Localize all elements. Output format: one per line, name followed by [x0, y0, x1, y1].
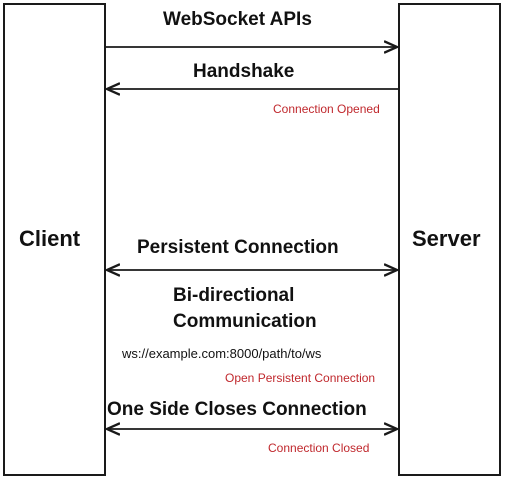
bidirectional-label-line1: Bi-directional	[173, 285, 295, 306]
server-label: Server	[412, 226, 481, 251]
persistent-connection-label: Persistent Connection	[137, 237, 339, 258]
handshake-label: Handshake	[193, 61, 295, 82]
one-side-closes-label: One Side Closes Connection	[107, 399, 367, 420]
client-box	[3, 3, 106, 476]
server-box	[398, 3, 501, 476]
websocket-apis-label: WebSocket APIs	[163, 9, 312, 30]
connection-closed-note: Connection Closed	[268, 441, 370, 455]
ws-url-text: ws://example.com:8000/path/to/ws	[122, 346, 322, 361]
connection-opened-note: Connection Opened	[273, 102, 380, 116]
bidirectional-label-line2: Communication	[173, 311, 317, 332]
client-label: Client	[19, 226, 81, 251]
open-persistent-note: Open Persistent Connection	[225, 371, 376, 385]
